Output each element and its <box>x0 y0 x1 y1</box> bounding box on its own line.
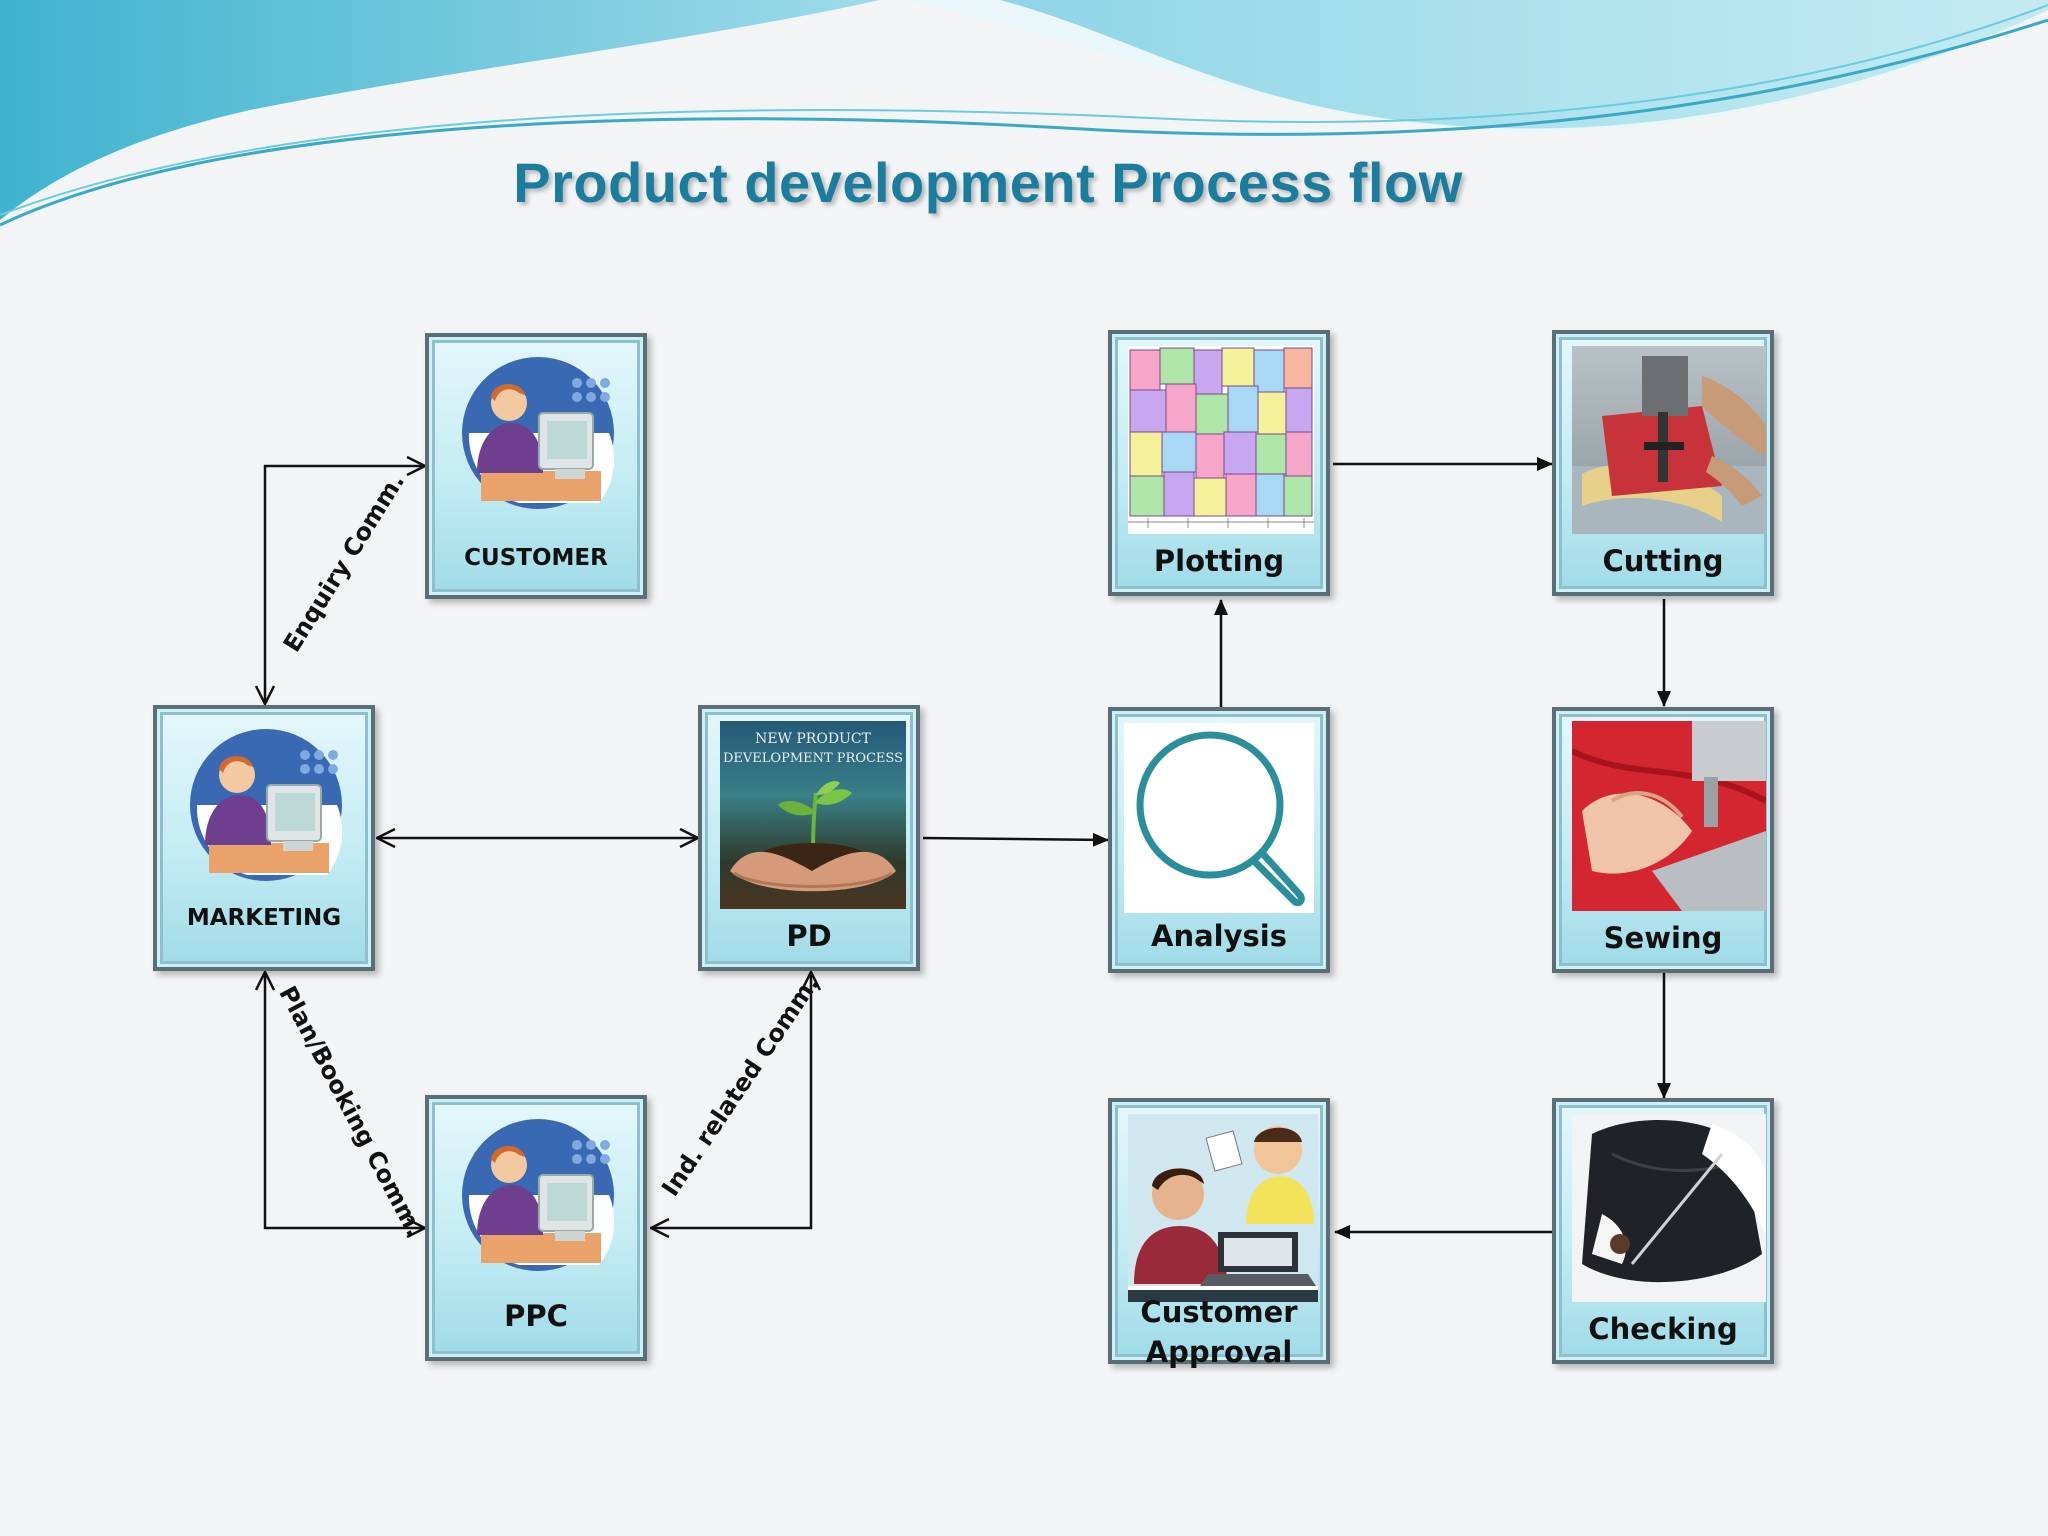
node-plotting: Plotting <box>1108 330 1330 596</box>
node-ppc: PPC <box>425 1095 647 1361</box>
node-analysis-label: Analysis <box>1151 919 1287 953</box>
arrow-marketing-ppc <box>265 972 425 1228</box>
node-cutting-label: Cutting <box>1602 544 1724 578</box>
node-sewing: Sewing <box>1552 707 1774 973</box>
person-computer-icon <box>459 1115 617 1275</box>
node-checking: Checking <box>1552 1098 1774 1364</box>
page-title: Product development Process flow <box>513 151 1463 214</box>
magnifier-icon <box>1124 723 1314 913</box>
node-analysis: Analysis <box>1108 707 1330 973</box>
sewing-machine-image <box>1572 721 1766 911</box>
node-pd: NEW PRODUCT DEVELOPMENT PROCESS PD <box>698 705 920 971</box>
person-computer-icon <box>459 353 617 513</box>
node-checking-label: Checking <box>1588 1312 1738 1346</box>
arrow-pd-analysis <box>922 832 1109 847</box>
customer-approval-image <box>1128 1114 1318 1302</box>
node-cutting: Cutting <box>1552 330 1774 596</box>
node-sewing-label: Sewing <box>1603 921 1723 955</box>
node-customer-approval-line2: Approval <box>1145 1335 1293 1369</box>
pd-image-caption-2: DEVELOPMENT PROCESS <box>722 751 904 766</box>
person-computer-icon <box>187 725 345 885</box>
node-customer-approval: Customer Approval <box>1108 1098 1330 1369</box>
node-customer-approval-line1: Customer <box>1140 1295 1298 1329</box>
garment-checking-image <box>1572 1114 1766 1302</box>
node-customer-label: CUSTOMER <box>464 545 608 571</box>
cutting-machine-image <box>1572 346 1766 534</box>
node-marketing: MARKETING <box>153 705 375 971</box>
node-pd-label: PD <box>786 919 832 953</box>
pd-image-caption-1: NEW PRODUCT <box>755 731 871 747</box>
node-customer-approval-label: Customer Approval <box>1112 1292 1326 1372</box>
node-marketing-label: MARKETING <box>186 905 342 931</box>
arrow-pd-ppc <box>651 972 811 1228</box>
pattern-marker-image <box>1128 346 1314 534</box>
node-ppc-label: PPC <box>504 1299 568 1333</box>
node-plotting-label: Plotting <box>1153 544 1285 578</box>
node-customer: CUSTOMER <box>425 333 647 599</box>
arrow-marketing-customer <box>265 466 425 704</box>
seedling-hands-image: NEW PRODUCT DEVELOPMENT PROCESS <box>720 721 906 909</box>
header-wave <box>0 0 2048 227</box>
